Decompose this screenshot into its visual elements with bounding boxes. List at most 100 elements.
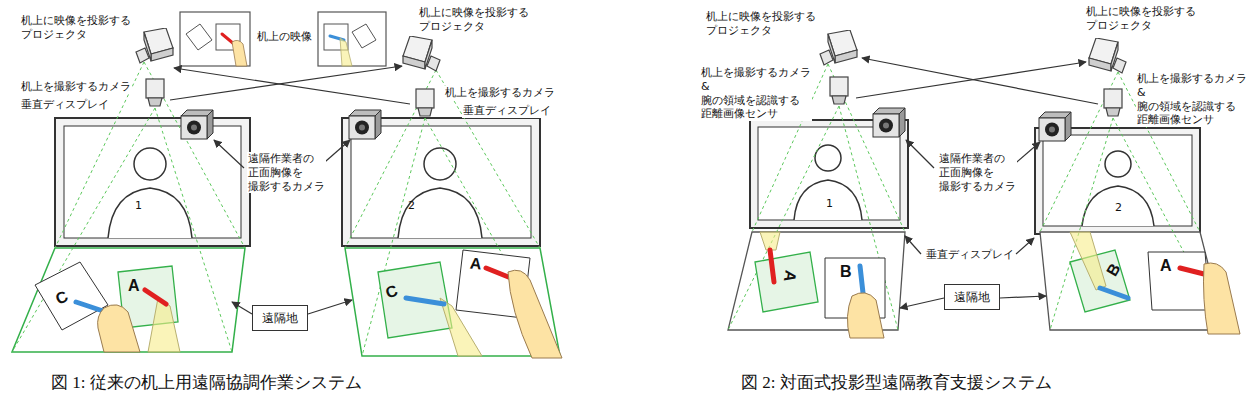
desk-area <box>12 248 560 356</box>
device-icons <box>349 110 381 139</box>
display-screen: 2 <box>1035 128 1200 234</box>
vertical-display <box>815 145 841 171</box>
desk-papers <box>508 270 562 358</box>
device-icons <box>820 30 1126 141</box>
device-label: 机上を撮影するカメラ <box>20 80 132 94</box>
device-label: 机上に映像を投影する プロジェクタ <box>1085 5 1197 33</box>
vertical-display <box>1082 186 1154 226</box>
desk-papers <box>148 298 180 352</box>
device-label: 遠隔作業者の 正面胸像を 撮影するカメラ <box>247 152 326 193</box>
display-screen: 1 <box>750 120 908 228</box>
vertical-display <box>398 188 482 238</box>
projection-frustum <box>12 62 560 356</box>
desk-image-inset <box>186 24 212 50</box>
display-number: 1 <box>826 198 833 209</box>
vertical-display <box>64 126 241 238</box>
vertical-display <box>108 188 192 238</box>
device-icons <box>416 89 434 116</box>
desk-image-inset <box>180 12 386 66</box>
transfer-arrows <box>214 140 244 168</box>
projection-frustum <box>144 62 245 248</box>
vertical-display <box>794 180 862 220</box>
transfer-arrows <box>900 298 944 308</box>
desk-papers <box>1100 288 1128 298</box>
desk-papers <box>755 232 1240 338</box>
display-screen: 2 <box>342 118 540 246</box>
vertical-display <box>351 126 531 238</box>
desk-papers <box>755 252 818 312</box>
device-label: 垂直ディスプレイ <box>925 248 1015 262</box>
device-icons <box>146 79 164 106</box>
paper-letter: B <box>840 264 852 280</box>
desk-papers <box>35 250 562 358</box>
transfer-arrows <box>174 68 410 104</box>
transfer-arrows <box>905 236 921 254</box>
device-icons <box>181 110 213 139</box>
vertical-display <box>1105 151 1131 177</box>
transfer-arrows <box>308 300 352 314</box>
device-label: 遠隔作業者の 正面胸像を 撮影するカメラ <box>938 152 1017 193</box>
desk-image-inset <box>232 40 247 66</box>
desk-image-inset <box>180 12 250 66</box>
desk-image-inset <box>352 24 376 48</box>
transfer-arrows <box>856 62 1086 98</box>
projection-frustum <box>828 64 905 232</box>
image-label: 机上の映像 <box>256 30 313 44</box>
vertical-display <box>55 118 250 246</box>
location-text: 遠隔地 <box>954 290 990 304</box>
device-icons <box>820 30 857 65</box>
desk-papers <box>406 298 444 304</box>
device-label: 垂直ディスプレイ <box>20 98 110 112</box>
vertical-display <box>1035 128 1200 234</box>
desk-papers <box>770 250 774 282</box>
desk-image-inset <box>340 38 352 66</box>
device-label: 机上に映像を投影する プロジェクタ <box>418 6 530 34</box>
location-box: 遠隔地 <box>252 305 308 331</box>
desk-image-inset <box>318 12 386 66</box>
desk-papers <box>847 293 884 338</box>
transfer-arrows <box>170 66 402 100</box>
figure-caption: 図 2: 対面式投影型遠隔教育支援システム <box>740 372 1053 393</box>
device-icons <box>403 36 440 71</box>
device-icons <box>873 108 905 137</box>
device-label: 机上に映像を投影する プロジェクタ <box>20 14 132 42</box>
desk-area <box>12 248 245 352</box>
device-icons <box>136 28 173 63</box>
vertical-display <box>134 148 166 180</box>
device-icons <box>1104 89 1122 116</box>
desk-papers <box>35 262 108 330</box>
transfer-arrows <box>856 58 1098 308</box>
vertical-display <box>55 118 250 246</box>
paper-letter: A <box>469 256 482 273</box>
transfer-arrows <box>862 58 1098 104</box>
transfer-arrows <box>1000 296 1046 298</box>
desk-area <box>728 232 1225 330</box>
device-label: 垂直ディスプレイ <box>462 104 552 118</box>
device-icons <box>136 28 440 139</box>
desk-papers <box>145 290 166 304</box>
device-label: 机上を撮影するカメラ <box>444 86 556 100</box>
desk-papers <box>1204 263 1241 334</box>
location-box: 遠隔地 <box>944 284 1000 310</box>
display-number: 1 <box>135 200 142 211</box>
desk-papers <box>1070 232 1106 290</box>
device-label: 机上に映像を投影する プロジェクタ <box>705 10 817 38</box>
device-label: 机上を撮影するカメラ& 腕の領域を認識する 距離画像センサ <box>700 66 812 121</box>
desk-papers <box>1148 252 1210 310</box>
figure-caption: 図 1: 従来の机上用遠隔協調作業システム <box>50 372 363 393</box>
desk-papers <box>98 305 140 352</box>
vertical-display <box>424 148 456 180</box>
display-number: 2 <box>408 200 415 211</box>
device-icons <box>830 77 848 104</box>
transfer-arrows <box>232 302 252 314</box>
device-icons <box>1089 38 1126 73</box>
desk-papers <box>760 232 780 250</box>
transfer-arrows <box>906 140 934 168</box>
transfer-arrows <box>170 66 410 314</box>
desk-area <box>1040 232 1225 330</box>
device-label: 机上を撮影するカメラ& 腕の領域を認識する 距離画像センサ <box>1136 72 1248 127</box>
display-number: 2 <box>1115 202 1122 213</box>
paper-letter: A <box>1160 258 1172 274</box>
location-text: 遠隔地 <box>262 311 298 325</box>
